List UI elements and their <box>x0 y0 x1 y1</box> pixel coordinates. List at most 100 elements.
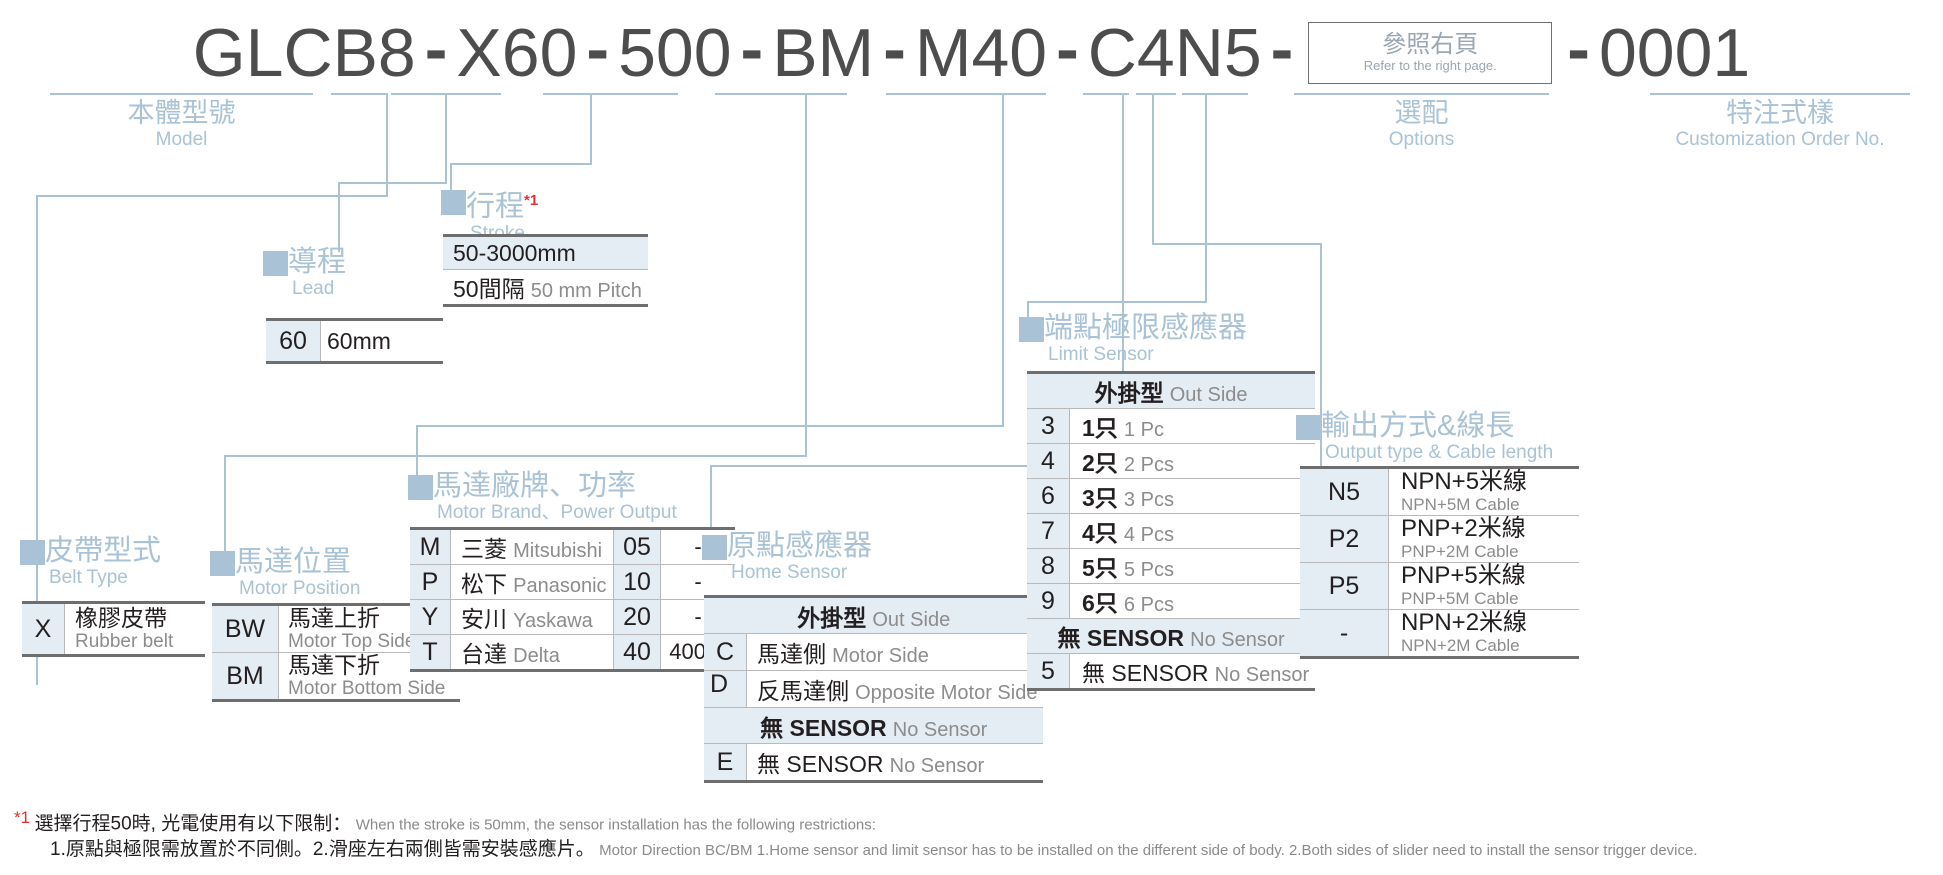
stroke-pitch-en: 50 mm Pitch <box>530 280 642 302</box>
motor-brand-code-y[interactable]: Y <box>410 599 451 635</box>
table-row[interactable]: 6 3只 3 Pcs <box>1027 478 1316 514</box>
part-segment-stroke: 500 <box>618 15 732 91</box>
stroke-range[interactable]: 50-3000mm <box>443 234 648 270</box>
home-sensor-code-d[interactable] <box>704 670 747 708</box>
home-sensor-d-cn: 反馬達側 <box>757 678 849 704</box>
limit-sensor-6-cn: 3只 <box>1082 485 1118 511</box>
footnote-line1-cn: 選擇行程50時, 光電使用有以下限制： <box>34 813 352 835</box>
home-sensor-code-d-label[interactable]: D <box>709 669 729 698</box>
output-type-code-n5[interactable]: N5 <box>1300 466 1389 516</box>
limit-sensor-value-6[interactable]: 3只 3 Pcs <box>1069 478 1316 514</box>
table-row[interactable]: 60 60mm <box>266 318 443 364</box>
belt-value[interactable]: 橡膠皮帶 Rubber belt <box>64 601 205 657</box>
motor-brand-name-p[interactable]: 松下 Panasonic <box>450 564 614 600</box>
motor-power-code-40[interactable]: 40 <box>613 634 661 672</box>
home-sensor-code-c[interactable]: C <box>704 633 747 671</box>
part-segment-sensors: C4N5 <box>1087 15 1262 91</box>
table-row[interactable]: E 無 SENSOR No Sensor <box>704 743 1044 783</box>
limit-sensor-band1-en: Out Side <box>1169 384 1248 406</box>
motor-brand-p-en: Panasonic <box>513 575 607 597</box>
table-row[interactable]: 反馬達側 Opposite Motor Side <box>704 670 1044 708</box>
limit-sensor-value-4[interactable]: 2只 2 Pcs <box>1069 443 1316 479</box>
table-row[interactable]: 4 2只 2 Pcs <box>1027 443 1316 479</box>
motor-position-code-bm[interactable]: BM <box>212 652 279 702</box>
home-sensor-value-d[interactable]: 反馬達側 Opposite Motor Side <box>746 670 1044 708</box>
table-row[interactable]: 9 6只 6 Pcs <box>1027 583 1316 619</box>
table-row[interactable]: X 橡膠皮帶 Rubber belt <box>22 601 205 657</box>
connector-belt-h1 <box>36 195 388 197</box>
motor-position-bm-cn: 馬達下折 <box>288 652 380 678</box>
lead-code[interactable]: 60 <box>266 318 321 364</box>
limit-sensor-code-3[interactable]: 3 <box>1027 408 1070 444</box>
limit-sensor-value-8[interactable]: 5只 5 Pcs <box>1069 548 1316 584</box>
output-type-code-p5[interactable]: P5 <box>1300 562 1389 610</box>
output-type-code-dash[interactable]: - <box>1300 609 1389 659</box>
limit-sensor-value-3[interactable]: 1只 1 Pc <box>1069 408 1316 444</box>
stroke-pitch[interactable]: 50間隔 50 mm Pitch <box>443 269 648 307</box>
table-row[interactable]: 3 1只 1 Pc <box>1027 408 1316 444</box>
home-sensor-code-e[interactable]: E <box>704 743 747 783</box>
motor-position-code-bw[interactable]: BW <box>212 603 279 653</box>
output-type-value-p5[interactable]: PNP+5米線 PNP+5M Cable <box>1388 562 1579 610</box>
table-row[interactable]: 50間隔 50 mm Pitch <box>443 269 648 307</box>
table-row[interactable]: - NPN+2米線 NPN+2M Cable <box>1300 609 1579 659</box>
motor-brand-t-en: Delta <box>513 645 560 667</box>
table-row[interactable]: 50-3000mm <box>443 234 648 270</box>
limit-sensor-code-5[interactable]: 5 <box>1027 653 1070 691</box>
underline-limit-sensor <box>1136 93 1176 95</box>
limit-sensor-value-7[interactable]: 4只 4 Pcs <box>1069 513 1316 549</box>
connector-belt-v2 <box>36 195 38 685</box>
underline-options <box>1294 93 1549 95</box>
limit-sensor-code-4[interactable]: 4 <box>1027 443 1070 479</box>
table-row[interactable]: 8 5只 5 Pcs <box>1027 548 1316 584</box>
motor-brand-code-t[interactable]: T <box>410 634 451 672</box>
table-row[interactable]: Y 安川 Yaskawa 20 - <box>410 599 735 635</box>
table-row[interactable]: 5 無 SENSOR No Sensor <box>1027 653 1316 691</box>
output-type-value-dash[interactable]: NPN+2米線 NPN+2M Cable <box>1388 609 1579 659</box>
limit-sensor-band-nosensor: 無 SENSOR No Sensor <box>1027 618 1316 654</box>
underline-belt <box>331 93 386 95</box>
caption-model-en: Model <box>155 129 208 150</box>
limit-sensor-value-5[interactable]: 無 SENSOR No Sensor <box>1069 653 1316 691</box>
belt-value-en: Rubber belt <box>75 631 174 652</box>
belt-code[interactable]: X <box>22 601 65 657</box>
table-row[interactable]: 7 4只 4 Pcs <box>1027 513 1316 549</box>
table-row[interactable]: C 馬達側 Motor Side <box>704 633 1044 671</box>
limit-sensor-band2-en: No Sensor <box>1190 629 1285 651</box>
motor-brand-code-m[interactable]: M <box>410 527 451 565</box>
table-row[interactable]: M 三菱 Mitsubishi 05 - <box>410 527 735 565</box>
limit-sensor-code-6[interactable]: 6 <box>1027 478 1070 514</box>
table-row[interactable]: P 松下 Panasonic 10 - <box>410 564 735 600</box>
lead-value[interactable]: 60mm <box>320 318 443 364</box>
motor-power-code-05[interactable]: 05 <box>613 527 661 565</box>
motor-power-p[interactable]: - <box>660 564 735 600</box>
home-sensor-value-e[interactable]: 無 SENSOR No Sensor <box>746 743 1044 783</box>
home-sensor-value-c[interactable]: 馬達側 Motor Side <box>746 633 1044 671</box>
output-type-value-n5[interactable]: NPN+5米線 NPN+5M Cable <box>1388 466 1579 516</box>
table-row[interactable]: N5 NPN+5米線 NPN+5M Cable <box>1300 466 1579 516</box>
limit-sensor-value-9[interactable]: 6只 6 Pcs <box>1069 583 1316 619</box>
table-row[interactable]: P2 PNP+2米線 PNP+2M Cable <box>1300 515 1579 563</box>
underline-motor-position <box>715 93 847 95</box>
limit-sensor-code-9[interactable]: 9 <box>1027 583 1070 619</box>
table-row[interactable]: T 台達 Delta 40 400W <box>410 634 735 672</box>
output-type-p2-en: PNP+2M Cable <box>1401 542 1519 561</box>
limit-sensor-code-8[interactable]: 8 <box>1027 548 1070 584</box>
motor-power-code-20[interactable]: 20 <box>613 599 661 635</box>
table-row[interactable]: P5 PNP+5米線 PNP+5M Cable <box>1300 562 1579 610</box>
output-type-value-p2[interactable]: PNP+2米線 PNP+2M Cable <box>1388 515 1579 563</box>
limit-sensor-8-cn: 5只 <box>1082 555 1118 581</box>
table-row[interactable]: BM 馬達下折 Motor Bottom Side <box>212 652 460 702</box>
limit-sensor-code-7[interactable]: 7 <box>1027 513 1070 549</box>
motor-brand-code-p[interactable]: P <box>410 564 451 600</box>
motor-brand-name-y[interactable]: 安川 Yaskawa <box>450 599 614 635</box>
bullet-square-icon <box>408 475 433 500</box>
connector-motorpos-v2 <box>224 455 226 555</box>
motor-brand-name-m[interactable]: 三菱 Mitsubishi <box>450 527 614 565</box>
limit-sensor-6-en: 3 Pcs <box>1123 489 1174 511</box>
motor-power-code-10[interactable]: 10 <box>613 564 661 600</box>
output-type-p5-cn: PNP+5米線 <box>1401 562 1526 589</box>
motor-brand-name-t[interactable]: 台達 Delta <box>450 634 614 672</box>
output-type-code-p2[interactable]: P2 <box>1300 515 1389 563</box>
connector-outputtype-v1 <box>1152 93 1154 243</box>
